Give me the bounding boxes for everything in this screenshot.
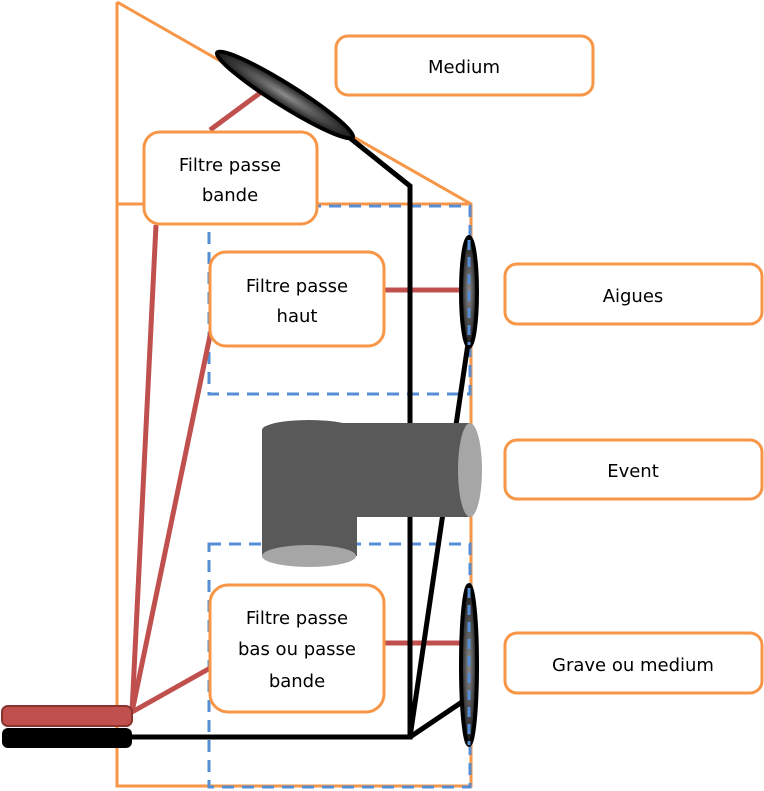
label-text: Grave ou medium	[552, 655, 714, 676]
label-text: Medium	[428, 57, 500, 78]
vent-opening-front	[458, 423, 482, 517]
label-aigues: Aigues	[503, 262, 764, 326]
input-cable-positive	[1, 705, 133, 727]
label-grave: Grave ou medium	[503, 631, 764, 695]
label-text: Aigues	[603, 286, 664, 307]
filter-label-line: Filtre passe	[246, 608, 348, 629]
filter-label-line: Filtre passe	[246, 276, 348, 297]
filter-label-line: Filtre passe	[179, 155, 281, 176]
medium-driver	[214, 49, 356, 141]
vent-port	[262, 420, 482, 567]
filter-highpass: Filtre passe haut	[208, 250, 386, 348]
label-medium: Medium	[334, 34, 595, 97]
filter-label-line: bas ou passe	[238, 639, 356, 660]
label-event: Event	[503, 438, 764, 501]
filter-label-line: haut	[277, 306, 318, 327]
signal-wires	[129, 90, 464, 715]
input-cable-negative	[2, 728, 132, 748]
filter-label-line: bande	[202, 185, 258, 206]
filter-lowpass: Filtre passe bas ou passe bande	[208, 583, 386, 714]
vent-opening-bottom	[262, 545, 356, 567]
label-text: Event	[607, 461, 659, 482]
filter-bandpass-top: Filtre passe bande	[142, 130, 319, 226]
filter-label-line: bande	[269, 671, 325, 692]
